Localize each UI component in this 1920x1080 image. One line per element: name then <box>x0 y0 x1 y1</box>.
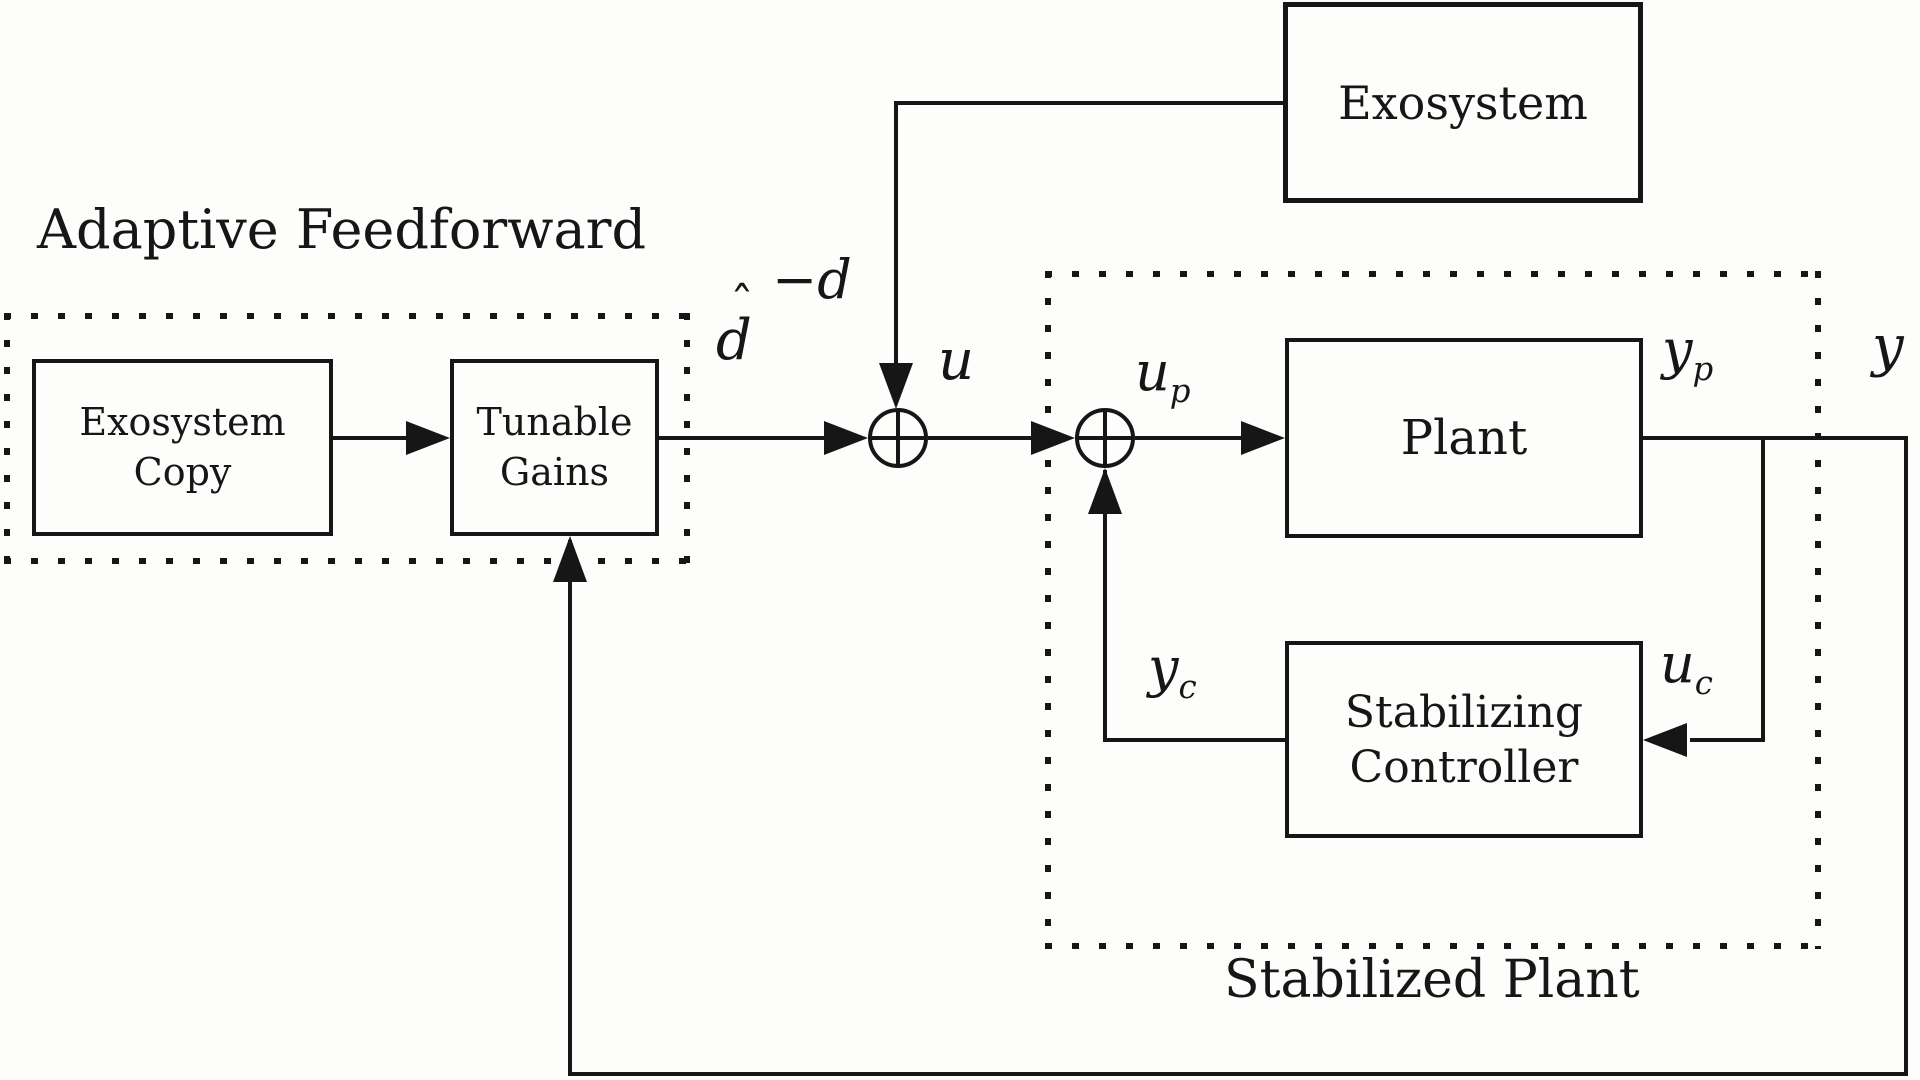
exosystem-copy-label-line2: Copy <box>133 449 232 494</box>
d-hat-base: d <box>716 308 752 373</box>
u-line <box>928 436 1034 440</box>
exosystem-block: Exosystem <box>1283 2 1643 203</box>
signal-label-u-c: uc <box>1660 632 1713 702</box>
u-p-base: u <box>1135 340 1170 403</box>
exosystem-output-line <box>896 101 1287 105</box>
yp-line <box>1643 436 1908 440</box>
uc-branch-vertical <box>1761 436 1765 742</box>
stabilized-plant-dotted-top <box>1045 271 1821 277</box>
adaptive-feedforward-title-text: Adaptive Feedforward <box>37 198 647 261</box>
plant-label: Plant <box>1400 410 1528 466</box>
arrowhead-into-sum1-left <box>824 421 868 455</box>
u-c-subscript: c <box>1694 663 1713 702</box>
signal-label-y-c: yc <box>1148 636 1197 706</box>
y-feedback-right <box>1904 436 1908 1076</box>
minus-sign: − <box>772 248 818 311</box>
tunable-gains-block: Tunable Gains <box>450 359 659 536</box>
sum1-plus-vertical <box>896 412 900 464</box>
arrowhead-into-tunable-gains <box>406 421 450 455</box>
y-c-base: y <box>1148 636 1179 699</box>
yc-line-vertical <box>1103 470 1107 742</box>
sum2-plus-vertical <box>1103 412 1107 464</box>
up-line <box>1135 436 1243 440</box>
y-p-base: y <box>1662 318 1693 381</box>
signal-label-y: y <box>1872 314 1904 379</box>
u-base: u <box>938 328 975 393</box>
summing-junction-2 <box>1075 408 1135 468</box>
tunable-gains-label-line2: Gains <box>499 449 610 494</box>
y-p-subscript: p <box>1692 349 1714 388</box>
stabilized-plant-title-text: Stabilized Plant <box>1224 950 1640 1010</box>
exosystem-copy-block: Exosystem Copy <box>32 359 333 536</box>
adaptive-feedforward-dotted-top <box>4 313 690 319</box>
arrowhead-into-sum2-left <box>1031 421 1075 455</box>
minus-d-base: d <box>817 248 852 311</box>
summing-junction-1 <box>868 408 928 468</box>
uc-line <box>1690 738 1765 742</box>
stabilizing-controller-label-line2: Controller <box>1349 741 1579 793</box>
stabilizing-controller-label-line1: Stabilizing <box>1344 686 1584 738</box>
d-hat-circumflex: ˆ <box>730 278 754 333</box>
y-base: y <box>1872 314 1904 379</box>
y-feedback-left-up <box>568 540 572 1076</box>
adaptive-feedforward-title: Adaptive Feedforward <box>37 198 646 261</box>
exocopy-to-gains-line <box>333 436 411 440</box>
u-c-base: u <box>1660 632 1695 695</box>
adaptive-feedforward-dotted-bottom <box>4 558 690 564</box>
stabilized-plant-dotted-bottom <box>1045 943 1821 949</box>
signal-label-u: u <box>938 328 974 393</box>
y-c-subscript: c <box>1178 667 1197 706</box>
adaptive-feedforward-dotted-left <box>4 313 10 564</box>
yc-line <box>1103 738 1285 742</box>
signal-label-y-p: yp <box>1662 318 1713 388</box>
plant-block: Plant <box>1285 338 1643 538</box>
stabilizing-controller-block: Stabilizing Controller <box>1285 641 1643 838</box>
arrowhead-into-controller <box>1643 723 1687 757</box>
stabilized-plant-dotted-right <box>1815 271 1821 949</box>
stabilized-plant-title: Stabilized Plant <box>1224 950 1640 1010</box>
u-p-subscript: p <box>1169 371 1191 410</box>
arrowhead-into-plant <box>1241 421 1285 455</box>
stabilized-plant-dotted-left <box>1045 271 1051 949</box>
signal-label-u-p: up <box>1135 340 1191 410</box>
exosystem-label: Exosystem <box>1338 75 1588 130</box>
signal-label-minus-d: −d <box>772 248 852 311</box>
tunable-gains-label-line1: Tunable <box>476 400 633 445</box>
arrowhead-into-sum2-bottom <box>1088 468 1122 514</box>
exosystem-copy-label-line1: Exosystem <box>79 400 286 445</box>
dhat-line <box>659 436 829 440</box>
arrowhead-into-tunable-gains-bottom <box>553 536 587 582</box>
arrowhead-into-sum1-top <box>879 363 913 409</box>
disturbance-line <box>894 101 898 367</box>
y-feedback-bottom <box>568 1072 1908 1076</box>
